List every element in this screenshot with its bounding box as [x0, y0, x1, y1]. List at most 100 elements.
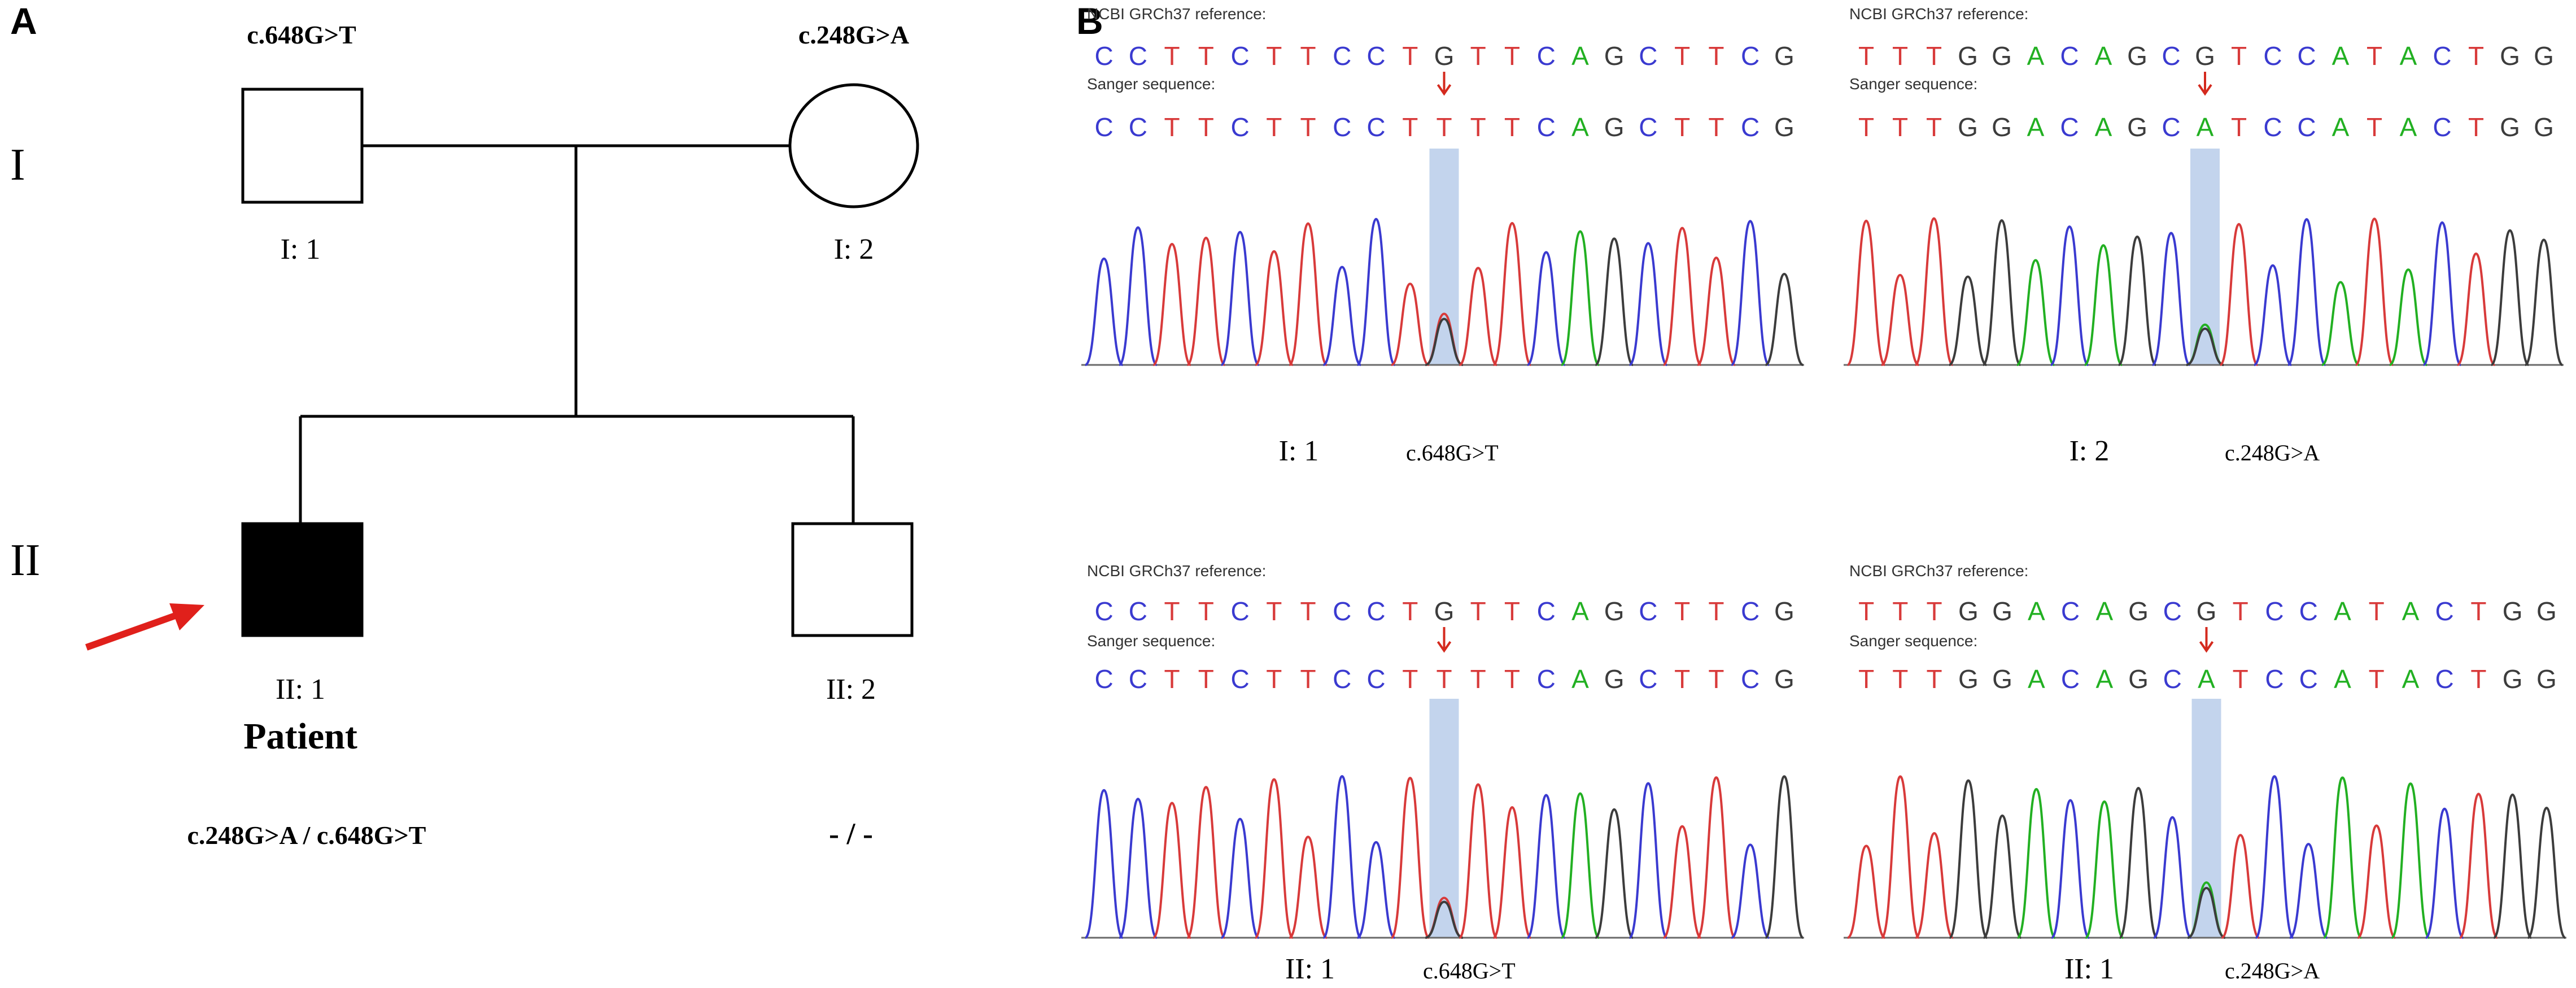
trace-peak — [2422, 221, 2462, 366]
sanger-base: T — [1266, 664, 1282, 694]
trace-peak — [1697, 256, 1736, 366]
reference-base: T — [2231, 41, 2247, 71]
sanger-base: G — [2536, 664, 2557, 694]
sanger-base: C — [1333, 664, 1351, 694]
variant-marker-arrow-icon — [1437, 641, 1452, 653]
sanger-base: A — [2095, 112, 2112, 142]
sanger-base: T — [1470, 664, 1486, 694]
reference-base: T — [1892, 597, 1908, 626]
trace-peak — [1118, 798, 1158, 939]
sanger-title: Sanger sequence: — [1849, 75, 1977, 93]
trace-peak — [2050, 799, 2090, 939]
trace-peak — [1948, 275, 1988, 366]
reference-base: G — [1958, 41, 1978, 71]
sanger-base: C — [1741, 664, 1759, 694]
sanger-base: G — [2503, 664, 2523, 694]
sanger-base: T — [1436, 112, 1452, 142]
sanger-base: G — [1604, 112, 1625, 142]
reference-base: C — [2162, 41, 2180, 71]
pedigree-lines — [299, 144, 855, 524]
reference-base: C — [2435, 597, 2454, 626]
reference-base: A — [2028, 597, 2045, 626]
trace-peak — [2527, 807, 2566, 939]
reference-base: T — [2369, 597, 2385, 626]
father-symbol — [241, 88, 364, 204]
reference-base: T — [2233, 597, 2248, 626]
sanger-base: T — [1892, 664, 1908, 694]
trace-peak — [1914, 217, 1954, 366]
reference-base: C — [1129, 597, 1147, 626]
reference-base: T — [1674, 597, 1690, 626]
sanger-title: Sanger sequence: — [1087, 632, 1215, 650]
sanger-title: Sanger sequence: — [1087, 75, 1215, 93]
mother-id: I: 2 — [834, 233, 874, 266]
reference-base: T — [1266, 597, 1282, 626]
sanger-base: T — [2367, 112, 2382, 142]
sanger-base: T — [1266, 112, 1282, 142]
trace-peak — [1730, 220, 1770, 366]
reference-base: C — [1537, 41, 1556, 71]
variant-marker-arrow-icon — [1437, 84, 1452, 96]
reference-base: C — [2061, 597, 2080, 626]
proband-role: Patient — [243, 716, 357, 757]
proband-arrow-icon — [169, 603, 204, 630]
sanger-base: T — [1300, 112, 1316, 142]
variant-highlight — [1429, 149, 1459, 365]
reference-base: G — [1774, 597, 1795, 626]
trace-peak — [1186, 786, 1226, 939]
trace-peak — [1186, 237, 1226, 366]
reference-base: G — [2503, 597, 2523, 626]
sanger-base: C — [2299, 664, 2318, 694]
sanger-base: T — [1470, 112, 1486, 142]
trace-peak — [1084, 789, 1124, 939]
trace-peak — [1289, 835, 1328, 939]
reference-base: A — [2095, 597, 2113, 626]
generation-label-i: I — [10, 140, 25, 190]
trace-peak — [2390, 782, 2431, 939]
sanger-base: C — [2265, 664, 2284, 694]
reference-base: T — [1470, 41, 1486, 71]
reference-base: G — [2128, 597, 2149, 626]
trace-peak — [1915, 832, 1954, 939]
variant-marker-arrow-icon — [2198, 84, 2212, 96]
trace-peak — [1220, 230, 1260, 366]
trace-peak — [2153, 816, 2192, 939]
reference-base: T — [1504, 41, 1520, 71]
reference-base: C — [1333, 597, 1351, 626]
reference-base: C — [1129, 41, 1147, 71]
sanger-base: G — [1604, 664, 1625, 694]
reference-base: A — [1571, 41, 1589, 71]
sanger-base: G — [1958, 112, 1978, 142]
sanger-base: C — [1639, 664, 1657, 694]
reference-base: T — [1300, 41, 1316, 71]
proband-id: II: 1 — [276, 673, 325, 706]
trace-peak — [1628, 242, 1668, 366]
trace-peak — [1458, 783, 1498, 939]
trace-peak — [2459, 793, 2499, 939]
sanger-base: A — [2027, 112, 2045, 142]
trace-peak — [1765, 273, 1804, 366]
trace-peak — [1492, 221, 1532, 366]
sanger-base: T — [1892, 112, 1908, 142]
sanger-base: A — [2332, 112, 2350, 142]
trace-peak — [1696, 776, 1736, 939]
trace-peak — [2151, 232, 2191, 366]
reference-base: G — [1774, 41, 1795, 71]
trace-peak — [1254, 778, 1294, 939]
trace-peak — [2289, 843, 2328, 939]
reference-base: C — [2433, 41, 2451, 71]
sanger-base: T — [1674, 112, 1690, 142]
reference-title: NCBI GRCh37 reference: — [1849, 562, 2028, 580]
sanger-base: C — [1230, 664, 1249, 694]
sanger-base: C — [1537, 664, 1556, 694]
pedigree-panel: A I II c.648G>T c.248G>A I: 1 I: 2 II: 1… — [10, 0, 919, 851]
sanger-base: A — [2198, 664, 2215, 694]
reference-base: C — [1741, 597, 1759, 626]
reference-base: C — [2263, 41, 2282, 71]
reference-base: T — [2468, 41, 2484, 71]
reference-title: NCBI GRCh37 reference: — [1087, 562, 1266, 580]
